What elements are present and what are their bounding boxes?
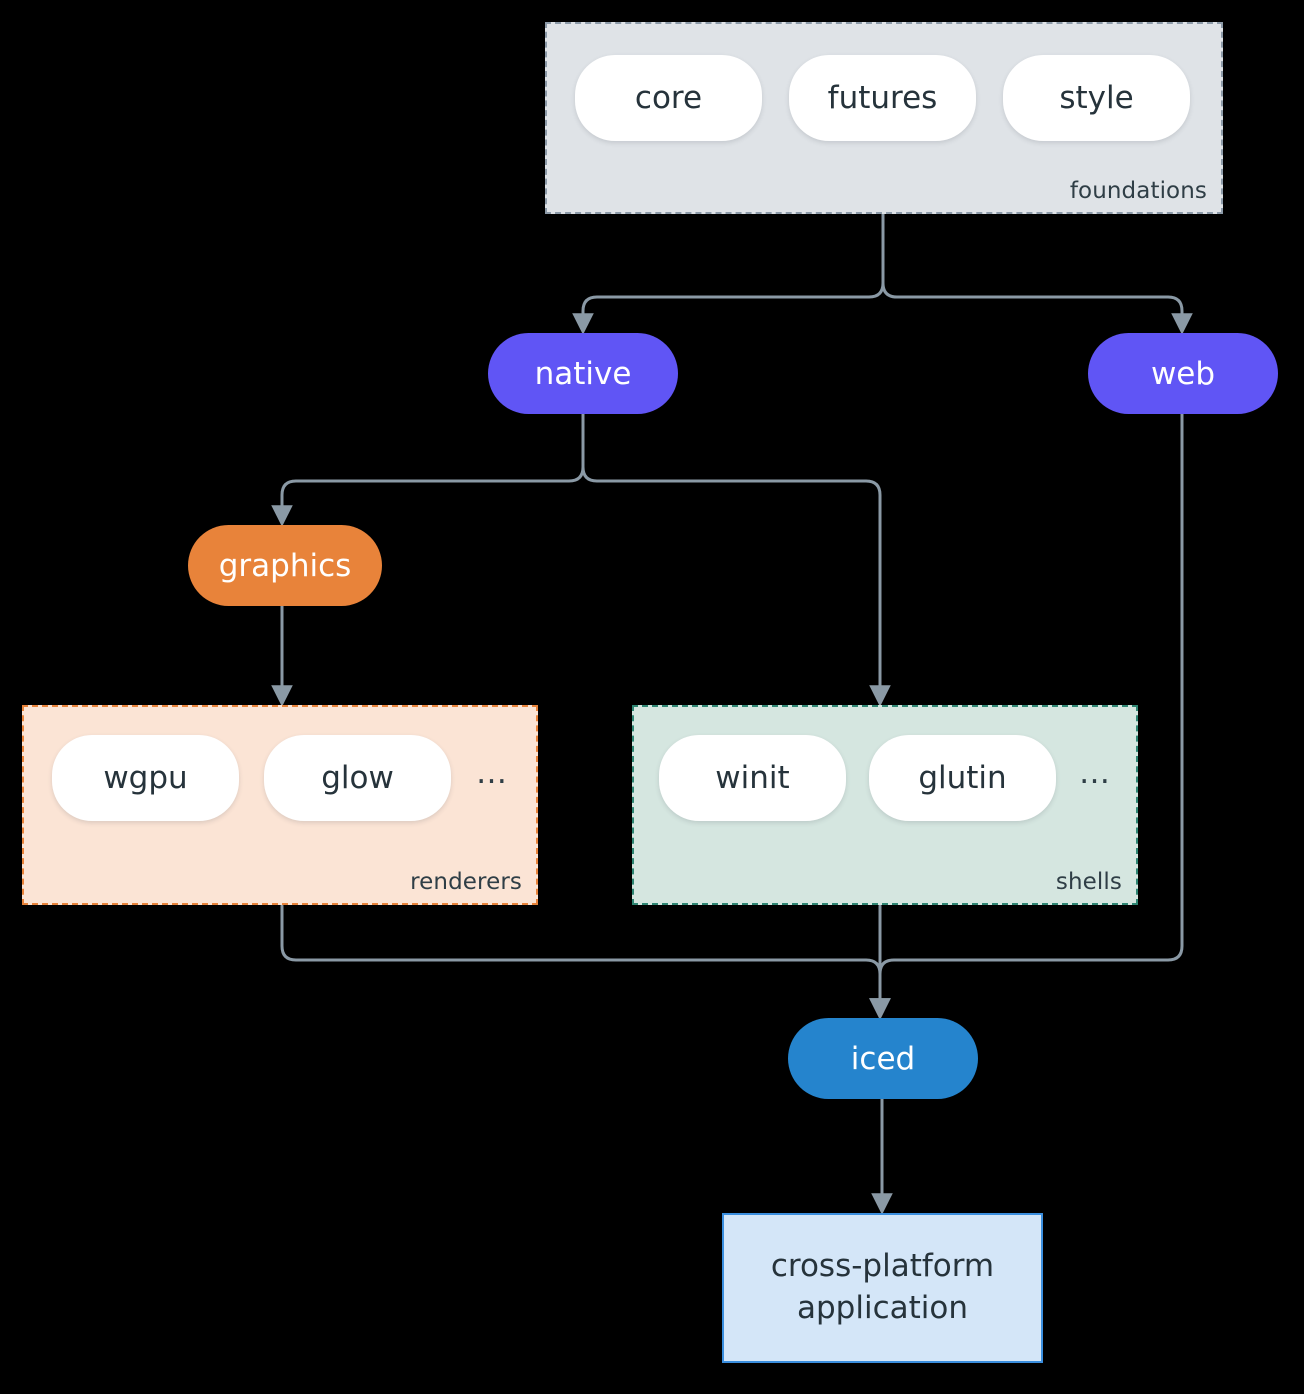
application-label-line2: application [797,1290,968,1326]
node-native-label: native [534,355,632,392]
pill-winit-label: winit [715,760,790,796]
node-iced-label: iced [850,1040,916,1077]
cluster-renderers-label: renderers [410,869,522,895]
renderers-more-ellipsis: … [476,754,507,791]
pill-core-label: core [634,80,703,116]
pill-core[interactable]: core [575,55,762,141]
cluster-shells: winit glutin … shells [632,705,1138,905]
edge-foundations-split [572,212,885,335]
node-native[interactable]: native [488,333,678,414]
node-iced[interactable]: iced [788,1018,978,1099]
node-web-label: web [1150,355,1216,392]
pill-glow[interactable]: glow [264,735,451,821]
edge-renderers-iced [280,904,891,1020]
renderers-items: wgpu glow … [52,735,507,821]
cluster-foundations: core futures style foundations [545,22,1223,214]
pill-wgpu[interactable]: wgpu [52,735,239,821]
pill-wgpu-label: wgpu [103,760,188,796]
pill-glow-label: glow [321,760,394,796]
cluster-foundations-label: foundations [1069,178,1207,204]
pill-futures-label: futures [827,80,938,116]
pill-futures[interactable]: futures [789,55,976,141]
foundations-items: core futures style [575,55,1190,141]
node-graphics[interactable]: graphics [188,525,382,606]
edge-native-graphics [271,412,585,527]
cluster-shells-label: shells [1055,869,1122,895]
node-web[interactable]: web [1088,333,1278,414]
pill-glutin[interactable]: glutin [869,735,1056,821]
node-cross-platform-application[interactable]: cross-platform application [722,1213,1043,1363]
cluster-renderers: wgpu glow … renderers [22,705,538,905]
pill-style[interactable]: style [1003,55,1190,141]
application-label-line1: cross-platform [770,1248,995,1285]
pill-glutin-label: glutin [918,760,1007,796]
shells-items: winit glutin … [659,735,1110,821]
pill-style-label: style [1059,80,1134,116]
shells-more-ellipsis: … [1079,754,1110,791]
node-graphics-label: graphics [218,547,352,584]
pill-winit[interactable]: winit [659,735,846,821]
edge-foundations-web [881,212,1193,335]
edge-native-shells [581,412,891,707]
